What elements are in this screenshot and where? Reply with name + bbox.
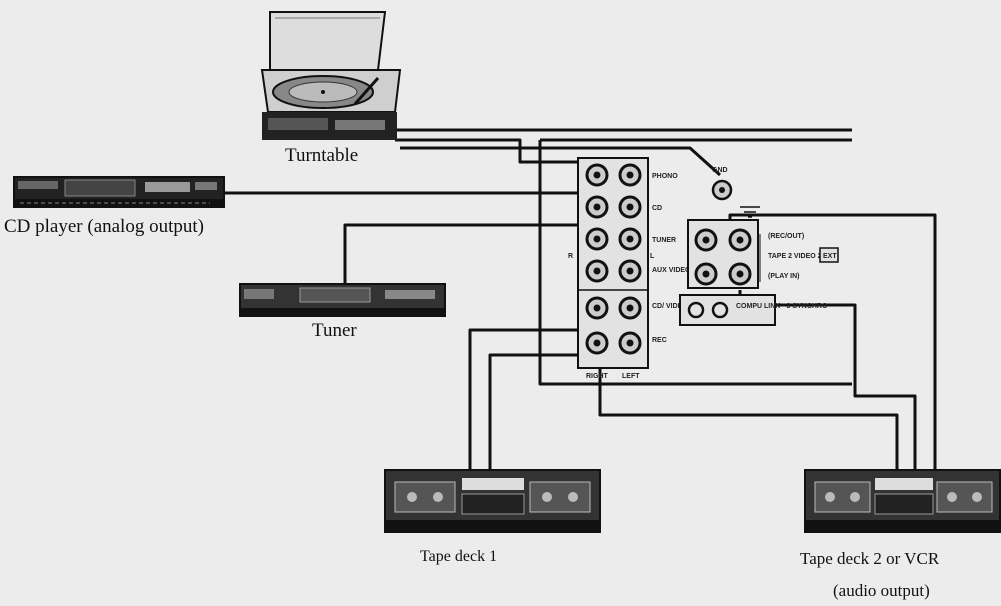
tape-deck-2-sublabel: (audio output) (833, 581, 930, 600)
tape-deck-2-device (804, 469, 1001, 533)
cd-player-device (13, 176, 225, 208)
turntable-device (260, 11, 402, 140)
turntable-label: Turntable (285, 145, 359, 166)
panel-l-mark: L (650, 253, 655, 260)
tuner-label-text: Tuner (312, 320, 357, 341)
cd-label: CD (652, 205, 662, 212)
ground-label: GND (712, 167, 728, 174)
rec-out-label: (REC/OUT) (768, 233, 804, 240)
compulink-label: COMPU LINK - 3 SYNCHRO (736, 303, 828, 310)
rec-label: REC (652, 337, 667, 344)
tape2-label: TAPE 2 VIDEO 2 (768, 253, 822, 260)
cd-player-label: CD player (analog output) (4, 216, 204, 237)
phono-label: PHONO (652, 173, 678, 180)
right-label: RIGHT (586, 373, 609, 380)
rca-jacks (585, 163, 642, 355)
tape-deck-1-device (384, 469, 601, 533)
rear-panel: PHONO CD TUNER AUX VIDEO 1 CD/ VIDEO TAP… (568, 157, 839, 380)
tape-deck-1-label: Tape deck 1 (420, 548, 498, 565)
play-in-label: (PLAY IN) (768, 273, 800, 280)
panel-r-mark: R (568, 253, 573, 260)
tuner-device (239, 283, 446, 317)
left-label: LEFT (622, 373, 640, 380)
ext-indicator: EXT (823, 253, 837, 260)
tape-deck-2-label: Tape deck 2 or VCR (800, 549, 940, 568)
aux-label: AUX VIDEO 1 (652, 267, 696, 274)
tuner-label: TUNER (652, 237, 676, 244)
